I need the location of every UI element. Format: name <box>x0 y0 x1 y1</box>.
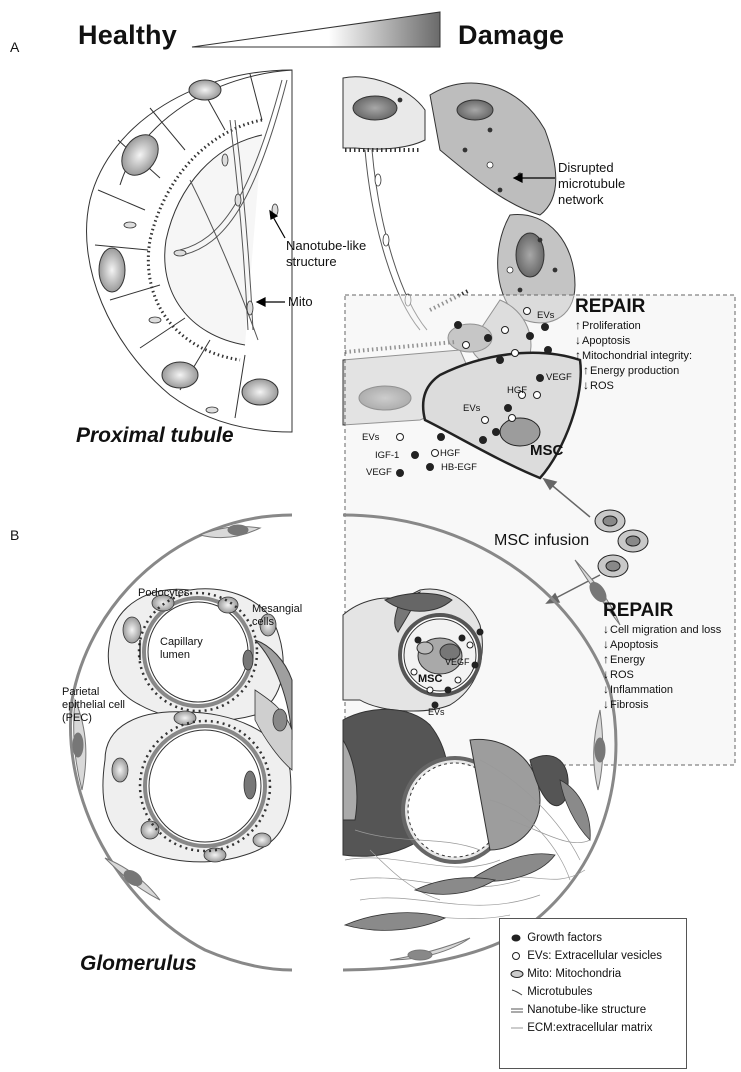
repair-item: Energy production <box>575 363 692 378</box>
legend-item: Mito: Mitochondria <box>510 967 621 981</box>
nanotube-icon <box>510 1005 524 1015</box>
pec-label: Parietal epithelial cell (PEC) <box>62 686 125 725</box>
proximal-tubule-title: Proximal tubule <box>76 424 234 448</box>
disrupted-microtubule-label: Disrupted microtubule network <box>558 160 625 208</box>
repair-list-b: Cell migration and loss Apoptosis Energy… <box>603 622 721 712</box>
repair-item: ROS <box>575 378 692 393</box>
mito-label: Mito <box>288 294 313 310</box>
factor-hgf-1: HGF <box>507 385 527 396</box>
msc-label-a: MSC <box>530 442 563 459</box>
repair-item: Apoptosis <box>603 637 721 652</box>
glomerulus-title: Glomerulus <box>80 952 197 976</box>
podocytes-label: Podocytes <box>138 587 189 599</box>
msc-infusion-label: MSC infusion <box>494 532 589 550</box>
legend-item: EVs: Extracellular vesicles <box>510 949 662 963</box>
factor-igf1: IGF-1 <box>375 450 399 461</box>
filled-dot-icon <box>510 933 524 943</box>
msc-cell-b <box>417 638 462 674</box>
vegf-label-b: VEGF <box>445 657 470 667</box>
microtubule-icon <box>510 987 524 997</box>
panel-letter-b: B <box>10 527 19 543</box>
legend: Growth factors EVs: Extracellular vesicl… <box>499 918 687 1069</box>
legend-item: ECM:extracellular matrix <box>510 1021 652 1035</box>
repair-title-b: REPAIR <box>603 600 673 622</box>
factor-hbegf: HB-EGF <box>441 462 477 473</box>
msc-label-b: MSC <box>418 673 442 685</box>
healthy-heading: Healthy <box>78 20 177 51</box>
ecm-icon <box>510 1023 524 1033</box>
open-dot-icon <box>510 951 524 961</box>
mesangial-label: Mesangial cells <box>252 603 302 629</box>
legend-item: Growth factors <box>510 931 602 945</box>
legend-item: Microtubules <box>510 985 592 999</box>
capillary-lumen-label: Capillary lumen <box>160 636 203 662</box>
repair-item: ROS <box>603 667 721 682</box>
factor-evs-mid: EVs <box>463 403 480 414</box>
repair-item: Apoptosis <box>575 333 692 348</box>
factor-evs-left: EVs <box>362 432 379 443</box>
mitochondrion-icon <box>510 969 524 979</box>
healthy-tubule <box>87 70 292 432</box>
repair-title-a: REPAIR <box>575 296 645 318</box>
evs-label-b: EVs <box>428 707 445 717</box>
repair-item: Fibrosis <box>603 697 721 712</box>
repair-item: Proliferation <box>575 318 692 333</box>
factor-vegf-1: VEGF <box>546 372 572 383</box>
repair-list-a: Proliferation Apoptosis Mitochondrial in… <box>575 318 692 393</box>
repair-item: Mitochondrial integrity: <box>575 348 692 363</box>
severity-gradient-icon <box>192 12 440 47</box>
factor-vegf-2: VEGF <box>366 467 392 478</box>
panel-letter-a: A <box>10 39 19 55</box>
legend-item: Nanotube-like structure <box>510 1003 646 1017</box>
factor-evs-top: EVs <box>537 310 554 321</box>
repair-item: Inflammation <box>603 682 721 697</box>
factor-hgf-2: HGF <box>440 448 460 459</box>
damage-heading: Damage <box>458 20 564 51</box>
repair-item: Cell migration and loss <box>603 622 721 637</box>
nanotube-label: Nanotube-like structure <box>286 238 366 270</box>
repair-item: Energy <box>603 652 721 667</box>
